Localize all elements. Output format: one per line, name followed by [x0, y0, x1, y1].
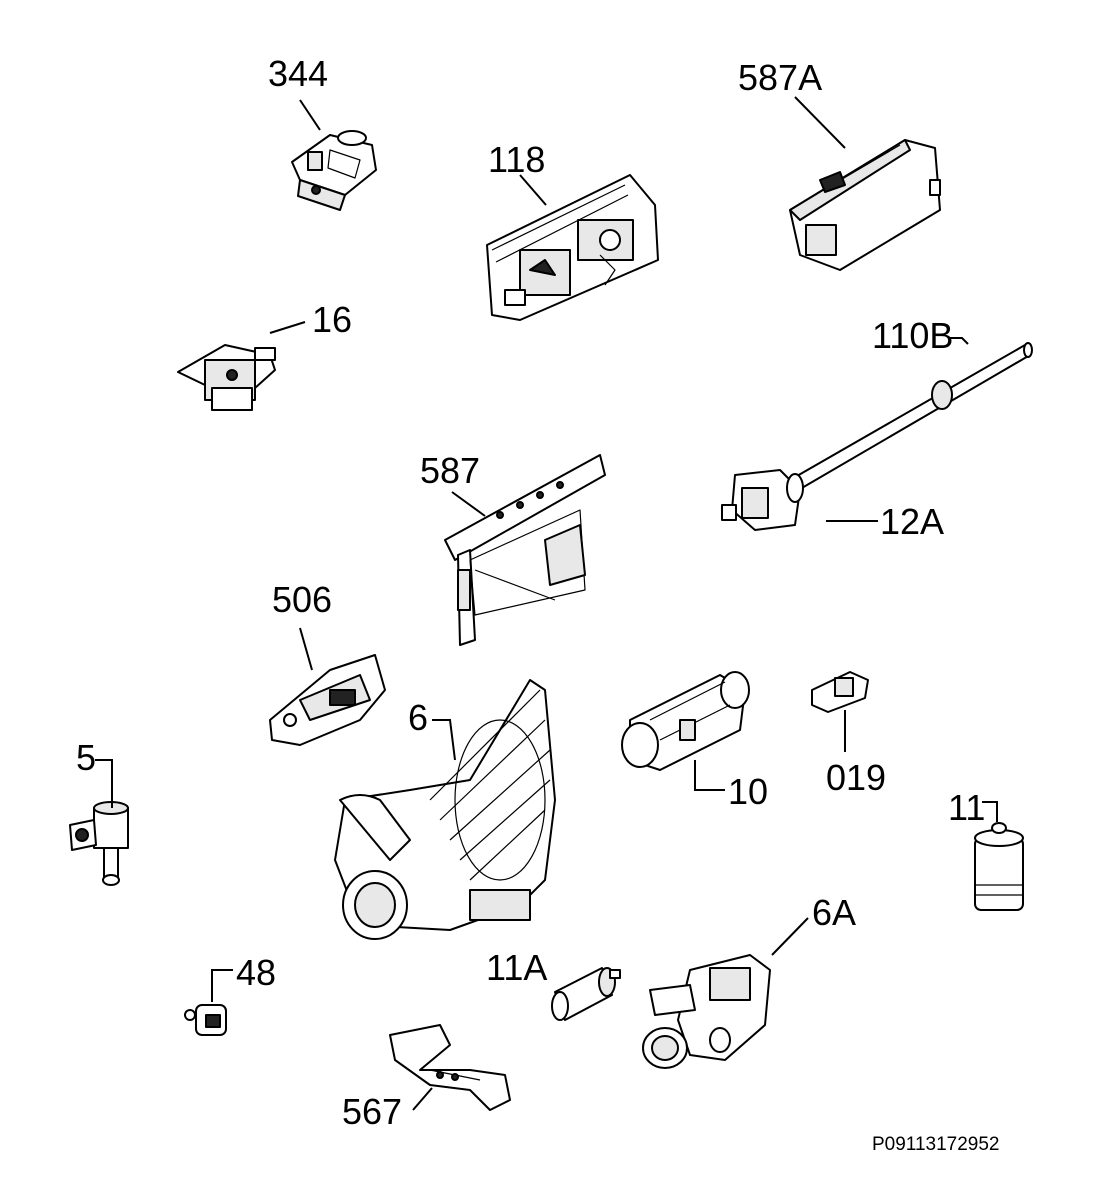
part-48-plug — [184, 1004, 227, 1036]
label-567: 567 — [342, 1091, 402, 1132]
label-5: 5 — [76, 737, 96, 778]
label-019: 019 — [826, 757, 886, 798]
label-10: 10 — [728, 771, 768, 812]
leader-11 — [982, 801, 998, 822]
part-6A-drain-pump — [642, 954, 771, 1069]
label-587A: 587A — [738, 57, 822, 98]
leader-587A — [794, 96, 846, 149]
label-48: 48 — [236, 952, 276, 993]
leader-118 — [519, 174, 547, 206]
label-12A: 12A — [880, 501, 944, 542]
label-506: 506 — [272, 579, 332, 620]
label-6A: 6A — [812, 892, 856, 933]
drawing-code: P09113172952 — [872, 1134, 1000, 1155]
leader-5 — [95, 759, 113, 808]
part-11-capacitor — [974, 822, 1024, 911]
part-344-switch — [291, 130, 377, 211]
label-110B: 110B — [872, 315, 953, 356]
label-16: 16 — [312, 299, 352, 340]
part-5-valve — [69, 801, 129, 886]
part-506-component — [269, 654, 386, 746]
leader-16 — [269, 321, 306, 334]
leader-587 — [451, 491, 486, 517]
part-6-circulation-pump — [334, 679, 556, 940]
part-16-door-lock — [177, 344, 276, 411]
part-11A-capacitor — [551, 967, 621, 1021]
leader-506 — [299, 627, 313, 671]
part-10-heater — [621, 671, 750, 771]
part-567-bracket — [389, 1024, 511, 1111]
label-11: 11 — [948, 787, 985, 828]
part-019-connector — [811, 671, 869, 713]
part-118-control-board — [486, 174, 659, 321]
leader-48 — [211, 969, 233, 1002]
part-587-bracket — [444, 454, 606, 646]
leader-110B — [948, 337, 969, 345]
part-12A-pressure-switch — [721, 469, 804, 531]
label-6: 6 — [408, 697, 428, 738]
label-587: 587 — [420, 450, 480, 491]
leader-6A — [771, 917, 809, 956]
leader-567 — [412, 1087, 433, 1111]
leader-10 — [694, 760, 725, 791]
part-110B-hose — [789, 342, 1033, 493]
part-587A-electronic-module — [789, 139, 941, 271]
leader-344 — [299, 99, 321, 131]
label-118: 118 — [488, 139, 545, 180]
label-344: 344 — [268, 53, 328, 94]
leader-6 — [432, 719, 456, 761]
label-11A: 11A — [486, 947, 547, 988]
